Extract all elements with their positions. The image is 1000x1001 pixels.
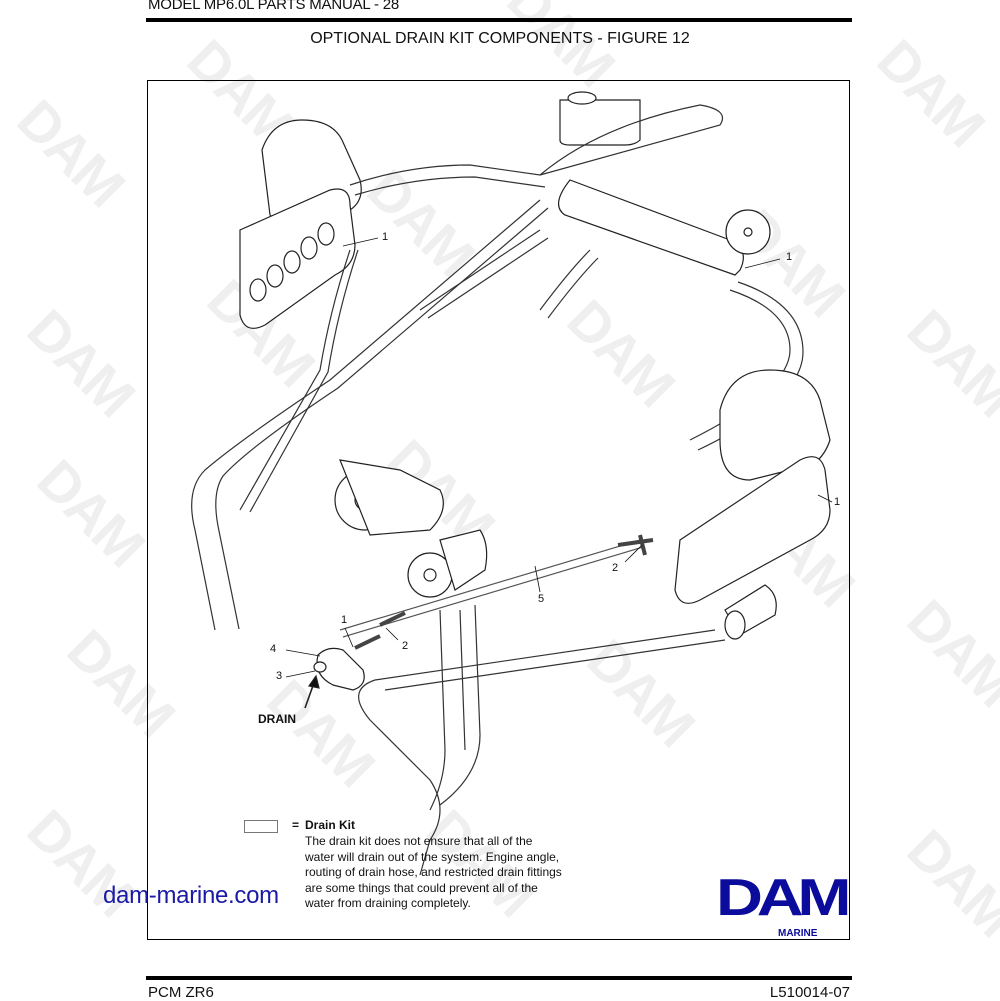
watermark: DAM	[5, 87, 137, 218]
callout-5: 5	[538, 593, 545, 605]
exhaust-elbow-icon	[724, 584, 777, 640]
footer-model: PCM ZR6	[148, 984, 214, 1001]
callout-4: 4	[270, 643, 277, 655]
drain-tee-icon	[313, 534, 654, 691]
water-pump-icon	[334, 459, 444, 536]
watermark: DAM	[895, 817, 1000, 948]
watermark: DAM	[895, 297, 1000, 428]
watermark: DAM	[15, 297, 147, 428]
left-exhaust-manifold-icon	[239, 119, 362, 329]
coolant-reservoir-icon	[559, 91, 641, 146]
footer-doc-number: L510014-07	[769, 984, 850, 1001]
drain-arrow-icon	[304, 674, 320, 709]
seawater-pump-icon	[407, 529, 488, 598]
drain-label: DRAIN	[258, 712, 296, 726]
header-rule	[146, 18, 852, 22]
footer-rule	[146, 976, 852, 980]
callout-3: 3	[276, 670, 283, 682]
watermark: DAM	[25, 447, 157, 578]
drain-kit-legend-swatch	[244, 820, 278, 833]
right-exhaust-manifold-icon	[674, 369, 831, 604]
callout-1: 1	[382, 231, 389, 243]
legend-equals: =	[292, 818, 300, 832]
callout-1: 1	[786, 251, 793, 263]
callout-2: 2	[612, 562, 619, 574]
figure-frame	[147, 80, 850, 940]
watermark: DAM	[895, 587, 1000, 718]
callout-1: 1	[341, 614, 348, 626]
legend-title: Drain Kit	[305, 818, 356, 832]
heat-exchanger-icon	[558, 179, 771, 276]
figure-title: OPTIONAL DRAIN KIT COMPONENTS - FIGURE 1…	[310, 30, 690, 47]
callout-2: 2	[402, 640, 409, 652]
drain-kit-diagram	[191, 91, 833, 876]
dam-logo: DAM	[716, 869, 852, 927]
dam-logo-subtitle: MARINE	[778, 928, 818, 939]
callout-1: 1	[834, 496, 841, 508]
legend-note: The drain kit does not ensure that all o…	[305, 834, 562, 910]
website-link[interactable]: dam-marine.com	[103, 882, 279, 909]
manual-title: MODEL MP6.0L PARTS MANUAL - 28	[148, 0, 400, 13]
